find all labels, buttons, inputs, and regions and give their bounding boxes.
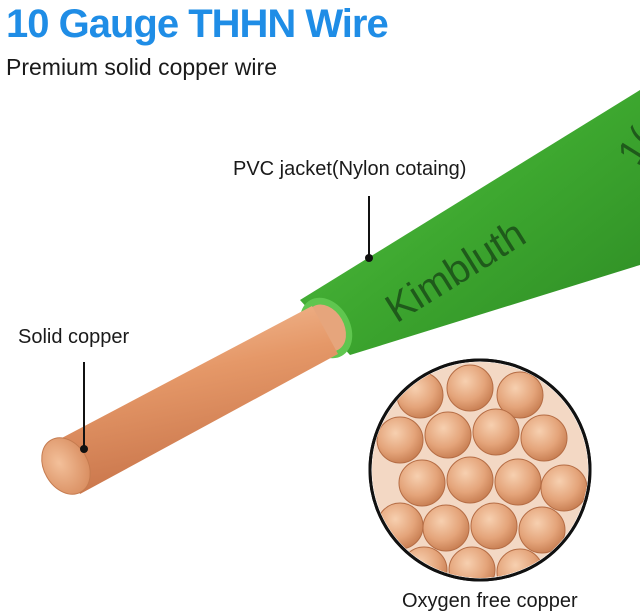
copper-label: Solid copper bbox=[18, 326, 130, 348]
product-subtitle: Premium solid copper wire bbox=[6, 54, 277, 80]
jacket-pointer-dot bbox=[365, 254, 373, 262]
solid-copper-conductor bbox=[41, 306, 338, 495]
jacket-label: PVC jacket(Nylon cotaing) bbox=[233, 158, 467, 180]
product-title: 10 Gauge THHN Wire bbox=[6, 2, 389, 46]
oxygen-free-label: Oxygen free copper bbox=[402, 590, 578, 612]
copper-pointer-dot bbox=[80, 445, 88, 453]
stranded-copper-inset bbox=[368, 358, 592, 582]
pvc-jacket bbox=[299, 90, 640, 359]
